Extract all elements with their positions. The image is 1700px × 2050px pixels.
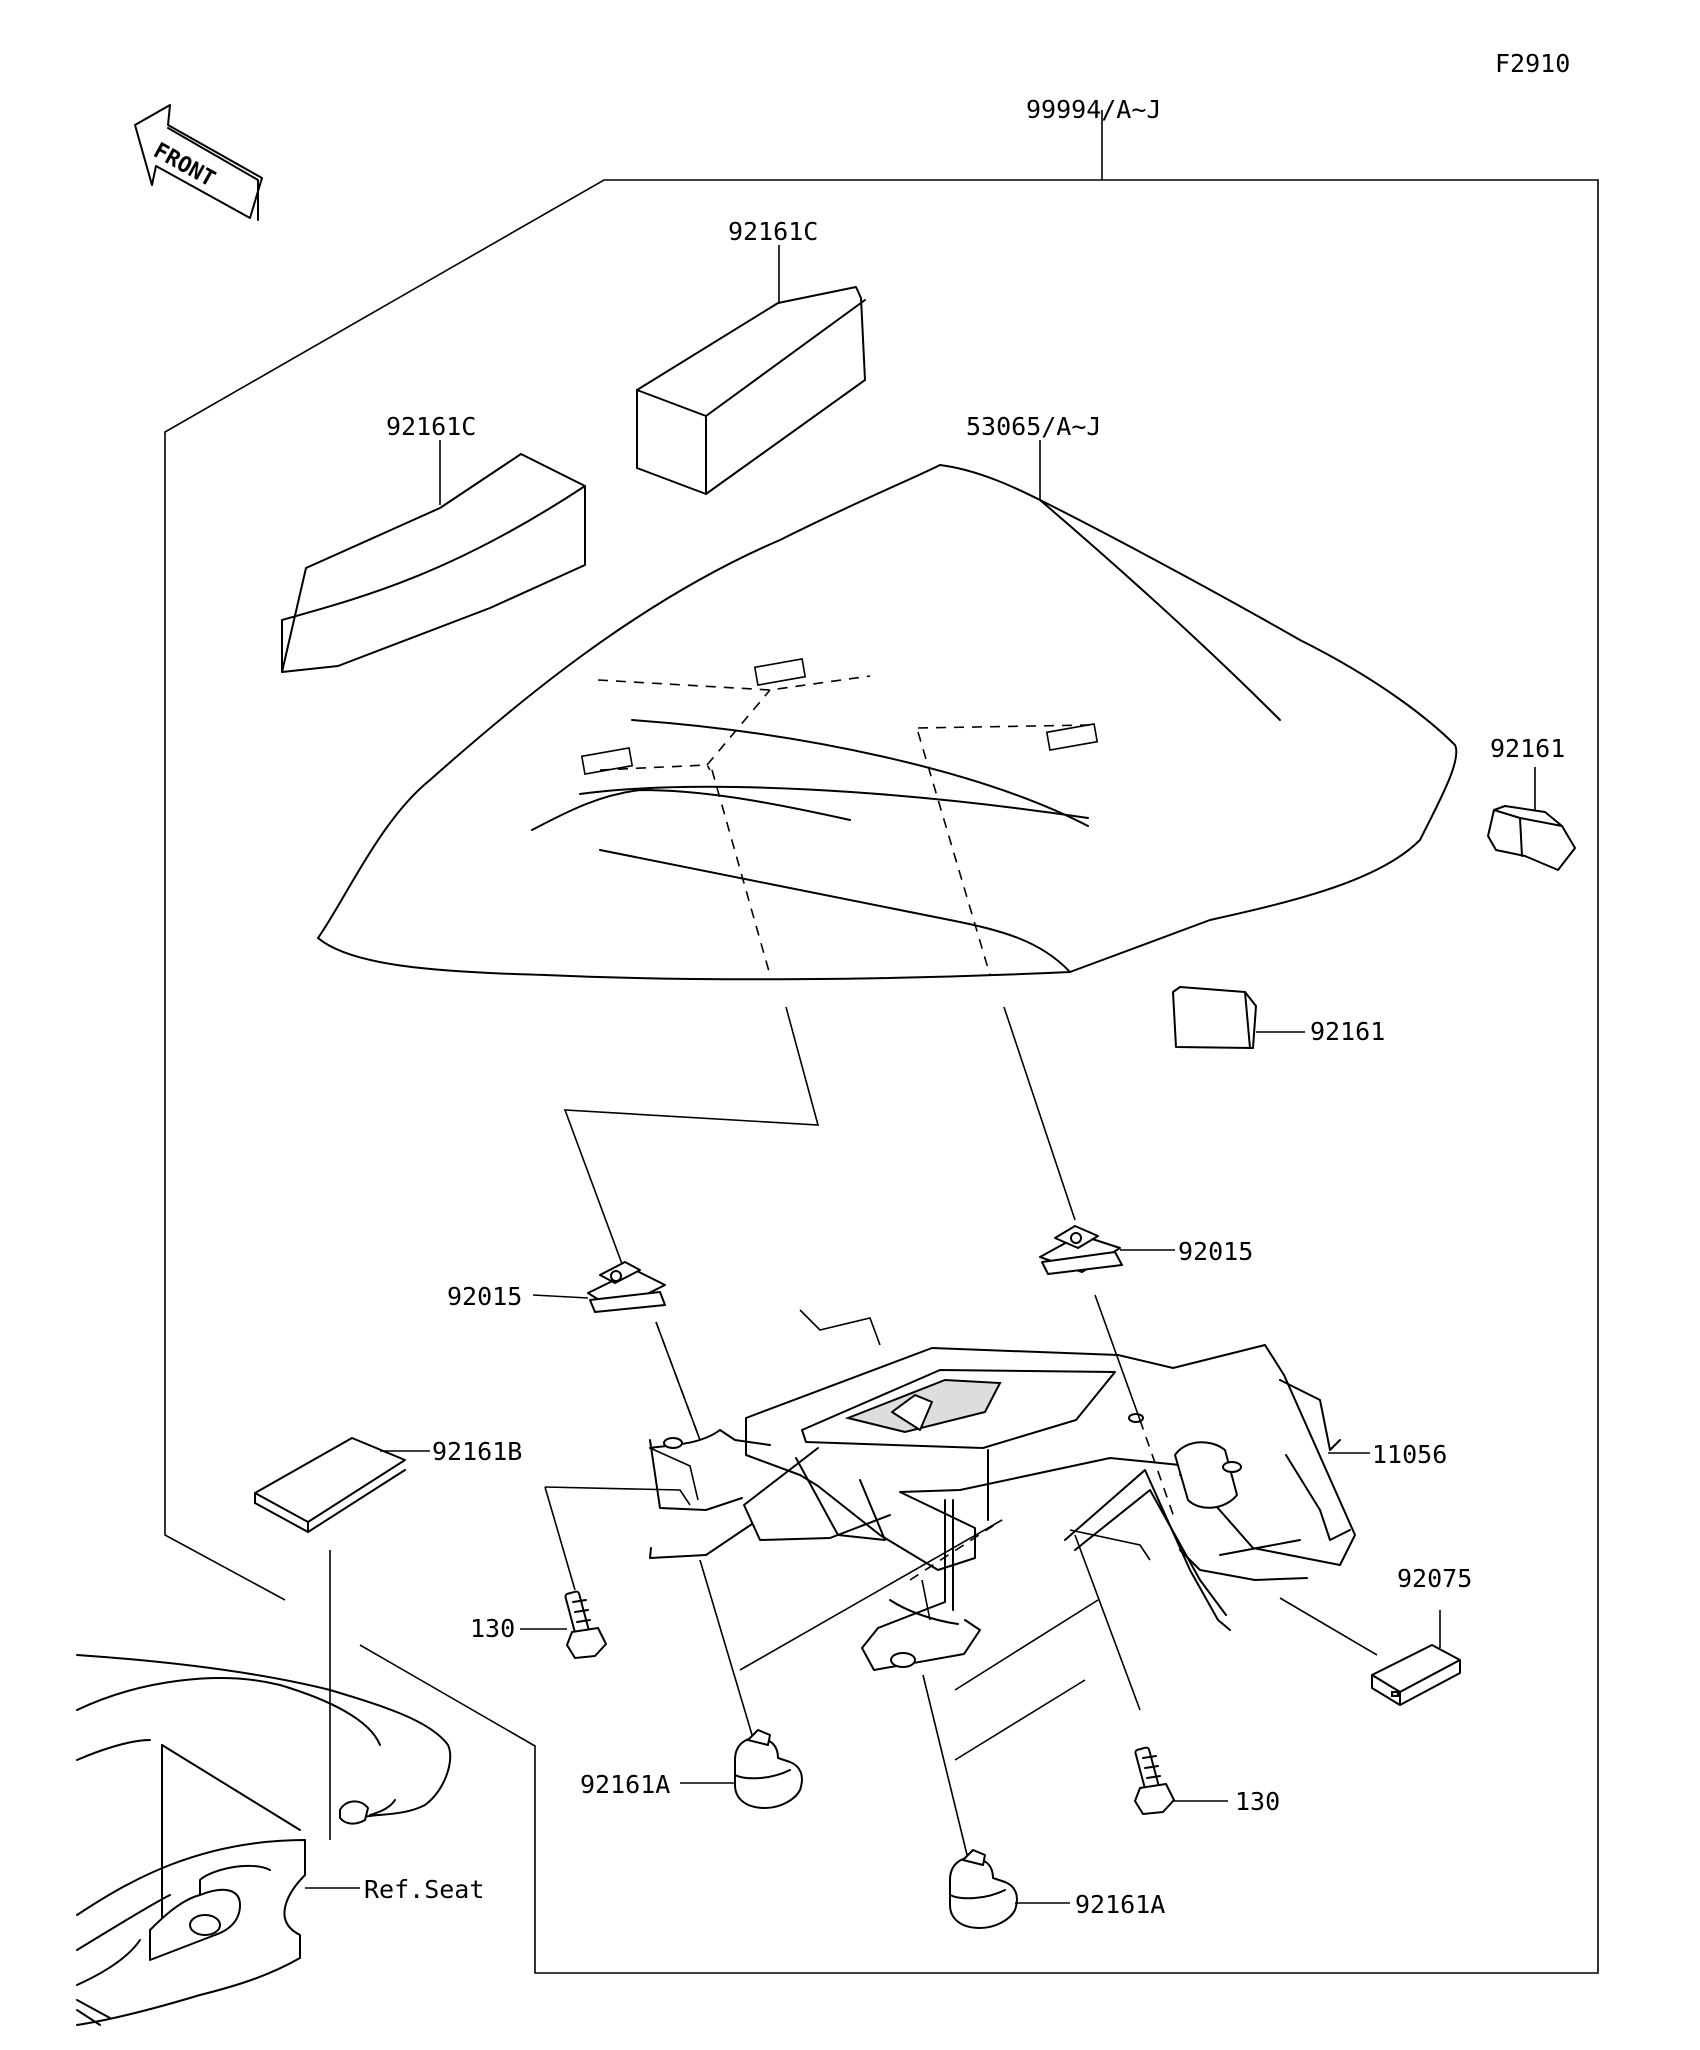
- callout-130-left: 130: [470, 1614, 515, 1643]
- callout-92161a-left: 92161A: [580, 1770, 670, 1799]
- bolt-130-right: [1134, 1746, 1175, 1815]
- callout-92015-left: 92015: [447, 1282, 522, 1311]
- sheet-92161b: [254, 1437, 406, 1533]
- callout-92161c-left: 92161C: [386, 412, 476, 441]
- nut-92015-right: [1039, 1225, 1123, 1275]
- callout-99994: 99994/A~J: [1026, 95, 1161, 124]
- damper-92161-upper: [1487, 805, 1576, 871]
- callout-11056: 11056: [1372, 1440, 1447, 1469]
- callout-92161b: 92161B: [432, 1437, 522, 1466]
- bracket-11056: [649, 1344, 1356, 1671]
- kit-outline-frame: [164, 110, 1599, 1974]
- callout-ref-seat: Ref.Seat: [364, 1875, 484, 1904]
- bolt-130-left: [564, 1590, 607, 1659]
- callout-53065: 53065/A~J: [966, 412, 1101, 441]
- seat-cover-slot-marks: [580, 658, 1099, 775]
- front-direction-arrow-icon: FRONT: [134, 104, 263, 221]
- callout-92161a-bottom: 92161A: [1075, 1890, 1165, 1919]
- callout-130-right: 130: [1235, 1787, 1280, 1816]
- callout-92015-right: 92015: [1178, 1237, 1253, 1266]
- damper-92161-middle: [1172, 986, 1257, 1049]
- seat-cover-53065: [317, 464, 1458, 981]
- callout-92161c-top: 92161C: [728, 217, 818, 246]
- rubber-92161a-left: [734, 1729, 803, 1809]
- pad-92161c-top: [636, 286, 866, 495]
- callout-92161-upper: 92161: [1490, 734, 1565, 763]
- callout-92075: 92075: [1397, 1564, 1472, 1593]
- pad-92161c-left: [281, 453, 586, 673]
- rubber-92161a-bottom: [949, 1849, 1018, 1929]
- reference-seat: [76, 1654, 452, 2026]
- callout-92161-middle: 92161: [1310, 1017, 1385, 1046]
- nut-92015-left: [587, 1261, 666, 1313]
- clip-92075: [1371, 1644, 1461, 1706]
- figure-code: F2910: [1495, 49, 1570, 78]
